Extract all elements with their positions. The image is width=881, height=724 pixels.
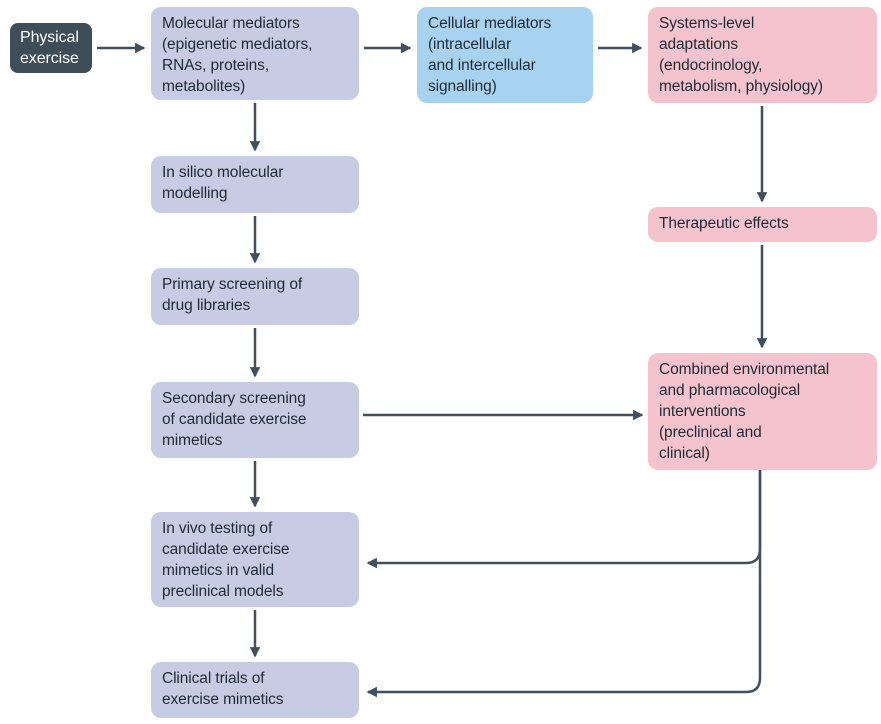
node-physical-exercise: Physical exercise bbox=[10, 23, 92, 73]
node-clinical-trials: Clinical trials of exercise mimetics bbox=[151, 662, 359, 718]
node-in-vivo-testing: In vivo testing of candidate exercise mi… bbox=[151, 512, 359, 607]
node-primary-screening: Primary screening of drug libraries bbox=[151, 268, 359, 325]
node-in-silico-modelling: In silico molecular modelling bbox=[151, 156, 359, 213]
arrow-combined-to-invivo bbox=[366, 470, 762, 569]
arrow-combined-to-clinical bbox=[366, 470, 762, 698]
node-cellular-mediators: Cellular mediators (intracellular and in… bbox=[417, 7, 593, 103]
node-therapeutic-effects: Therapeutic effects bbox=[648, 207, 877, 242]
node-systems-level-adaptations: Systems-level adaptations (endocrinology… bbox=[648, 7, 877, 103]
node-molecular-mediators: Molecular mediators (epigenetic mediator… bbox=[151, 7, 359, 100]
node-combined-interventions: Combined environmental and pharmacologic… bbox=[648, 353, 877, 470]
node-secondary-screening: Secondary screening of candidate exercis… bbox=[151, 382, 359, 458]
